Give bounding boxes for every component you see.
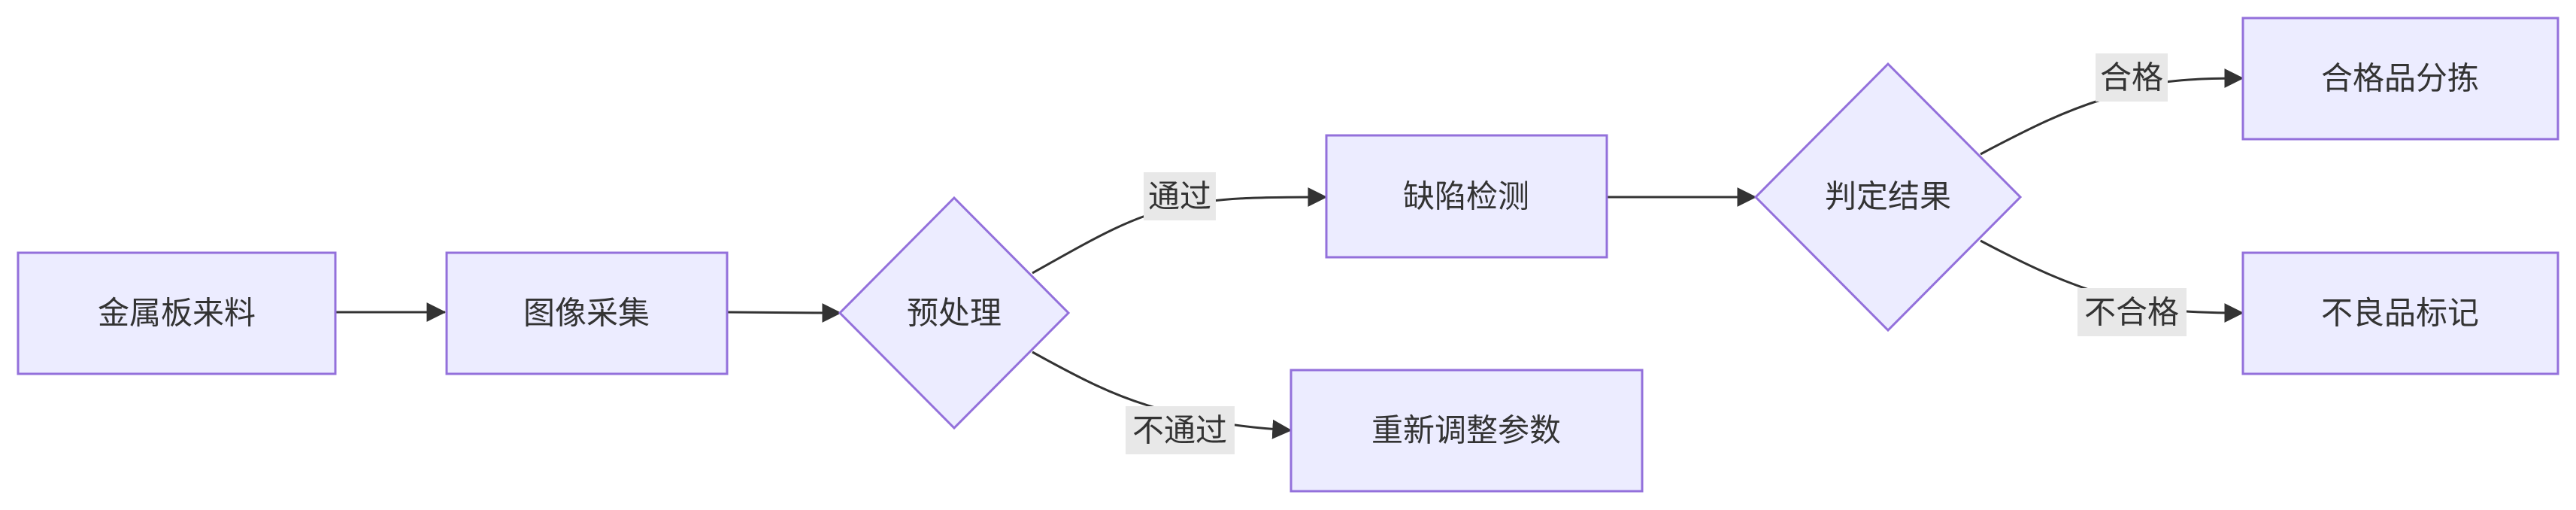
edge-label-unqualified-text: 不合格 (2084, 294, 2179, 331)
node-start: 金属板来料 (17, 251, 337, 375)
node-sort-label: 合格品分拣 (2321, 60, 2479, 97)
edge-label-unqualified: 不合格 (2077, 288, 2187, 336)
node-capture: 图像采集 (445, 251, 729, 375)
edge-label-fail-text: 不通过 (1132, 412, 1227, 449)
nodes: 金属板来料 图像采集 预处理 缺陷检测 重新调整参数 判定结果 合格品分拣 (17, 17, 2559, 493)
edge-labels: 通过 不通过 合格 不合格 (1126, 53, 2187, 454)
edge-label-pass-text: 通过 (1148, 178, 1211, 215)
edge-label-fail: 不通过 (1126, 406, 1235, 454)
node-judge: 判定结果 (1753, 62, 2023, 332)
node-readjust-label: 重新调整参数 (1371, 412, 1561, 449)
node-judge-label: 判定结果 (1825, 178, 1951, 215)
edge-label-qualified: 合格 (2096, 53, 2168, 102)
node-preprocess: 预处理 (838, 196, 1071, 430)
edge-capture-preprocess (727, 302, 842, 323)
edge-label-qualified-text: 合格 (2100, 59, 2163, 96)
node-readjust: 重新调整参数 (1290, 369, 1644, 493)
node-mark-label: 不良品标记 (2321, 295, 2479, 332)
node-mark: 不良品标记 (2241, 251, 2559, 375)
node-sort: 合格品分拣 (2241, 17, 2559, 141)
node-capture-label: 图像采集 (523, 295, 650, 332)
node-start-label: 金属板来料 (98, 295, 256, 332)
node-detect-label: 缺陷检测 (1403, 178, 1529, 215)
edge-label-pass: 通过 (1144, 172, 1216, 220)
node-detect: 缺陷检测 (1325, 134, 1608, 259)
node-preprocess-label: 预处理 (907, 295, 1002, 332)
